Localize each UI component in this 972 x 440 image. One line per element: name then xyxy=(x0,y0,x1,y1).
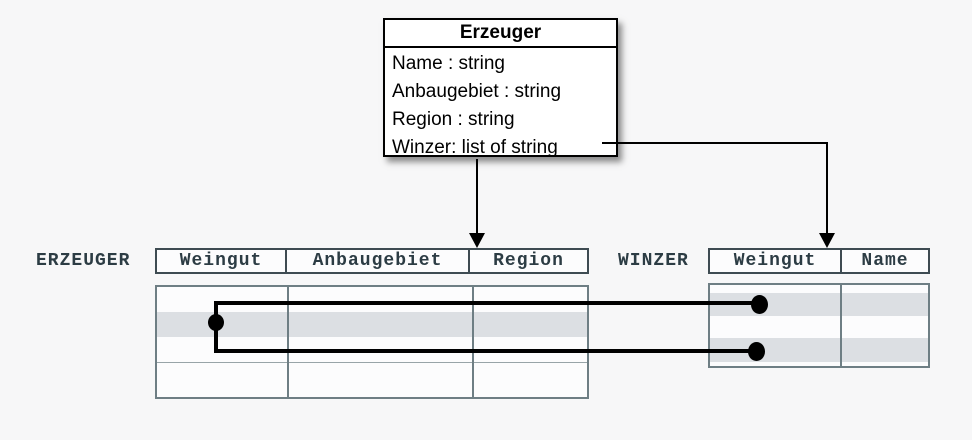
erzeuger-table-label: ERZEUGER xyxy=(36,251,131,271)
arrow-to-winzer-hline xyxy=(602,142,828,144)
arrow-to-erzeuger-head-icon xyxy=(469,233,485,248)
erzeuger-column-divider xyxy=(287,287,289,397)
class-attribute-name: Name : string xyxy=(392,53,505,74)
winzer-column-divider xyxy=(840,285,842,366)
erzeuger-header-region: Region xyxy=(493,251,564,271)
class-attribute-anbaugebiet: Anbaugebiet : string xyxy=(392,81,562,102)
arrow-to-erzeuger-line xyxy=(476,159,478,234)
winzer-table-body xyxy=(708,283,930,368)
record-link-top-line xyxy=(214,301,760,305)
class-title: Erzeuger xyxy=(385,20,616,48)
erzeuger-shaded-row xyxy=(157,312,587,337)
class-box-erzeuger: Erzeuger Name : string Anbaugebiet : str… xyxy=(383,18,618,158)
winzer-table-label: WINZER xyxy=(618,251,689,271)
erzeuger-header-weingut: Weingut xyxy=(157,250,287,272)
winzer-header-name: Name xyxy=(861,251,909,271)
arrow-to-winzer-vline xyxy=(826,142,828,234)
arrow-to-winzer-head-icon xyxy=(819,233,835,248)
winzer-table-header: Weingut Name xyxy=(708,248,930,274)
class-attribute-list: Name : string Anbaugebiet : string Regio… xyxy=(385,48,616,162)
record-anchor-dot-erzeuger xyxy=(208,314,224,331)
record-link-bottom-line xyxy=(214,349,758,353)
class-attribute-winzer: Winzer: list of string xyxy=(392,137,558,158)
record-anchor-dot-winzer-1 xyxy=(751,295,768,314)
erzeuger-header-anbaugebiet: Anbaugebiet xyxy=(287,250,470,272)
class-attribute-region: Region : string xyxy=(392,109,515,130)
erzeuger-column-divider xyxy=(472,287,474,397)
erzeuger-table-header: Weingut Anbaugebiet Region xyxy=(155,248,589,274)
winzer-header-weingut: Weingut xyxy=(710,250,842,272)
erzeuger-row-divider xyxy=(157,362,587,363)
record-anchor-dot-winzer-2 xyxy=(748,342,765,361)
